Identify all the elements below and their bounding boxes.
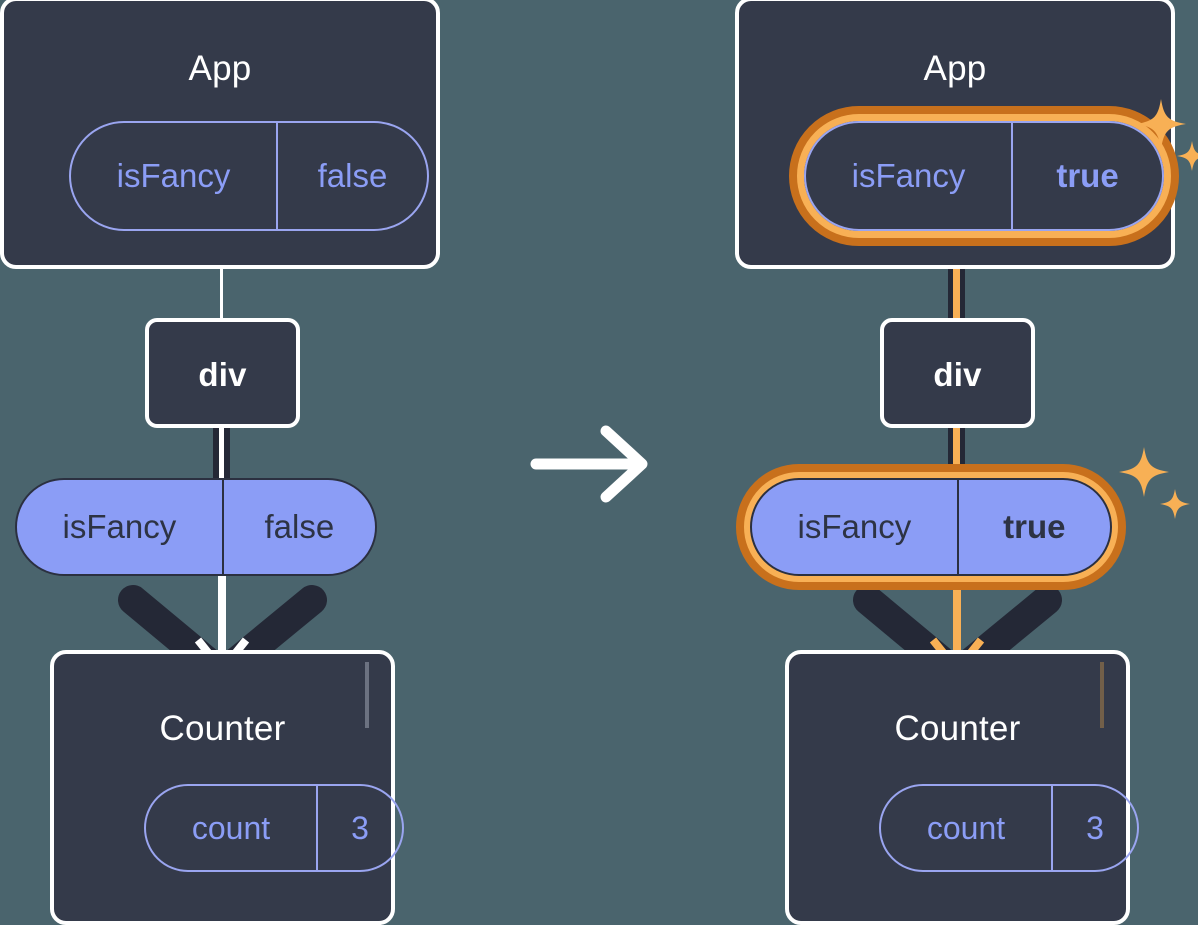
state-pill-isfancy[interactable]: isFancy true	[804, 121, 1164, 231]
component-title-app: App	[923, 49, 987, 88]
state-pill-value: true	[1011, 123, 1162, 229]
props-pill-key: isFancy	[797, 508, 912, 545]
sparkles-icon	[1118, 443, 1194, 523]
diagram-panel-before: App isFancy false div isFancy false	[0, 0, 445, 925]
arrow-right-icon	[528, 424, 653, 504]
component-box-div[interactable]: div	[145, 318, 369, 728]
props-pill-isfancy[interactable]: isFancy true	[750, 478, 1112, 576]
component-box-app[interactable]: App isFancy true	[735, 0, 1179, 269]
props-pill-value: true	[956, 480, 1110, 574]
state-pill-isfancy[interactable]: isFancy false	[69, 121, 429, 231]
connector-passthrough	[365, 662, 369, 728]
connector-app-to-div	[220, 266, 223, 322]
props-pill-isfancy[interactable]: isFancy false	[15, 478, 377, 576]
state-pill-key: count	[191, 809, 271, 846]
component-title-counter: Counter	[159, 709, 286, 748]
component-box-div[interactable]: div	[880, 318, 1104, 728]
component-title-counter: Counter	[894, 709, 1021, 748]
state-pill-value: 3	[316, 786, 402, 870]
connector-app-to-div	[953, 234, 960, 324]
props-pill-value: false	[221, 480, 375, 574]
component-box-counter[interactable]: Counter count 3	[50, 650, 404, 925]
component-box-app[interactable]: App isFancy false	[0, 0, 440, 269]
state-pill-count[interactable]: count 3	[879, 784, 1139, 872]
component-title-div: div	[933, 356, 982, 393]
diagram-panel-after: App isFancy true div isFancy true	[710, 0, 1198, 925]
connector-passthrough	[1100, 662, 1104, 728]
connector-div-to-props	[219, 424, 224, 484]
component-title-div: div	[198, 356, 247, 393]
state-pill-value: 3	[1051, 786, 1137, 870]
state-pill-key: count	[926, 809, 1006, 846]
component-title-app: App	[188, 49, 252, 88]
component-box-counter[interactable]: Counter count 3	[785, 650, 1139, 925]
state-pill-key: isFancy	[851, 157, 966, 194]
state-pill-count[interactable]: count 3	[144, 784, 404, 872]
state-pill-key: isFancy	[116, 157, 231, 194]
props-pill-key: isFancy	[62, 508, 177, 545]
state-pill-value: false	[276, 123, 427, 229]
connector-div-to-props	[953, 424, 960, 484]
